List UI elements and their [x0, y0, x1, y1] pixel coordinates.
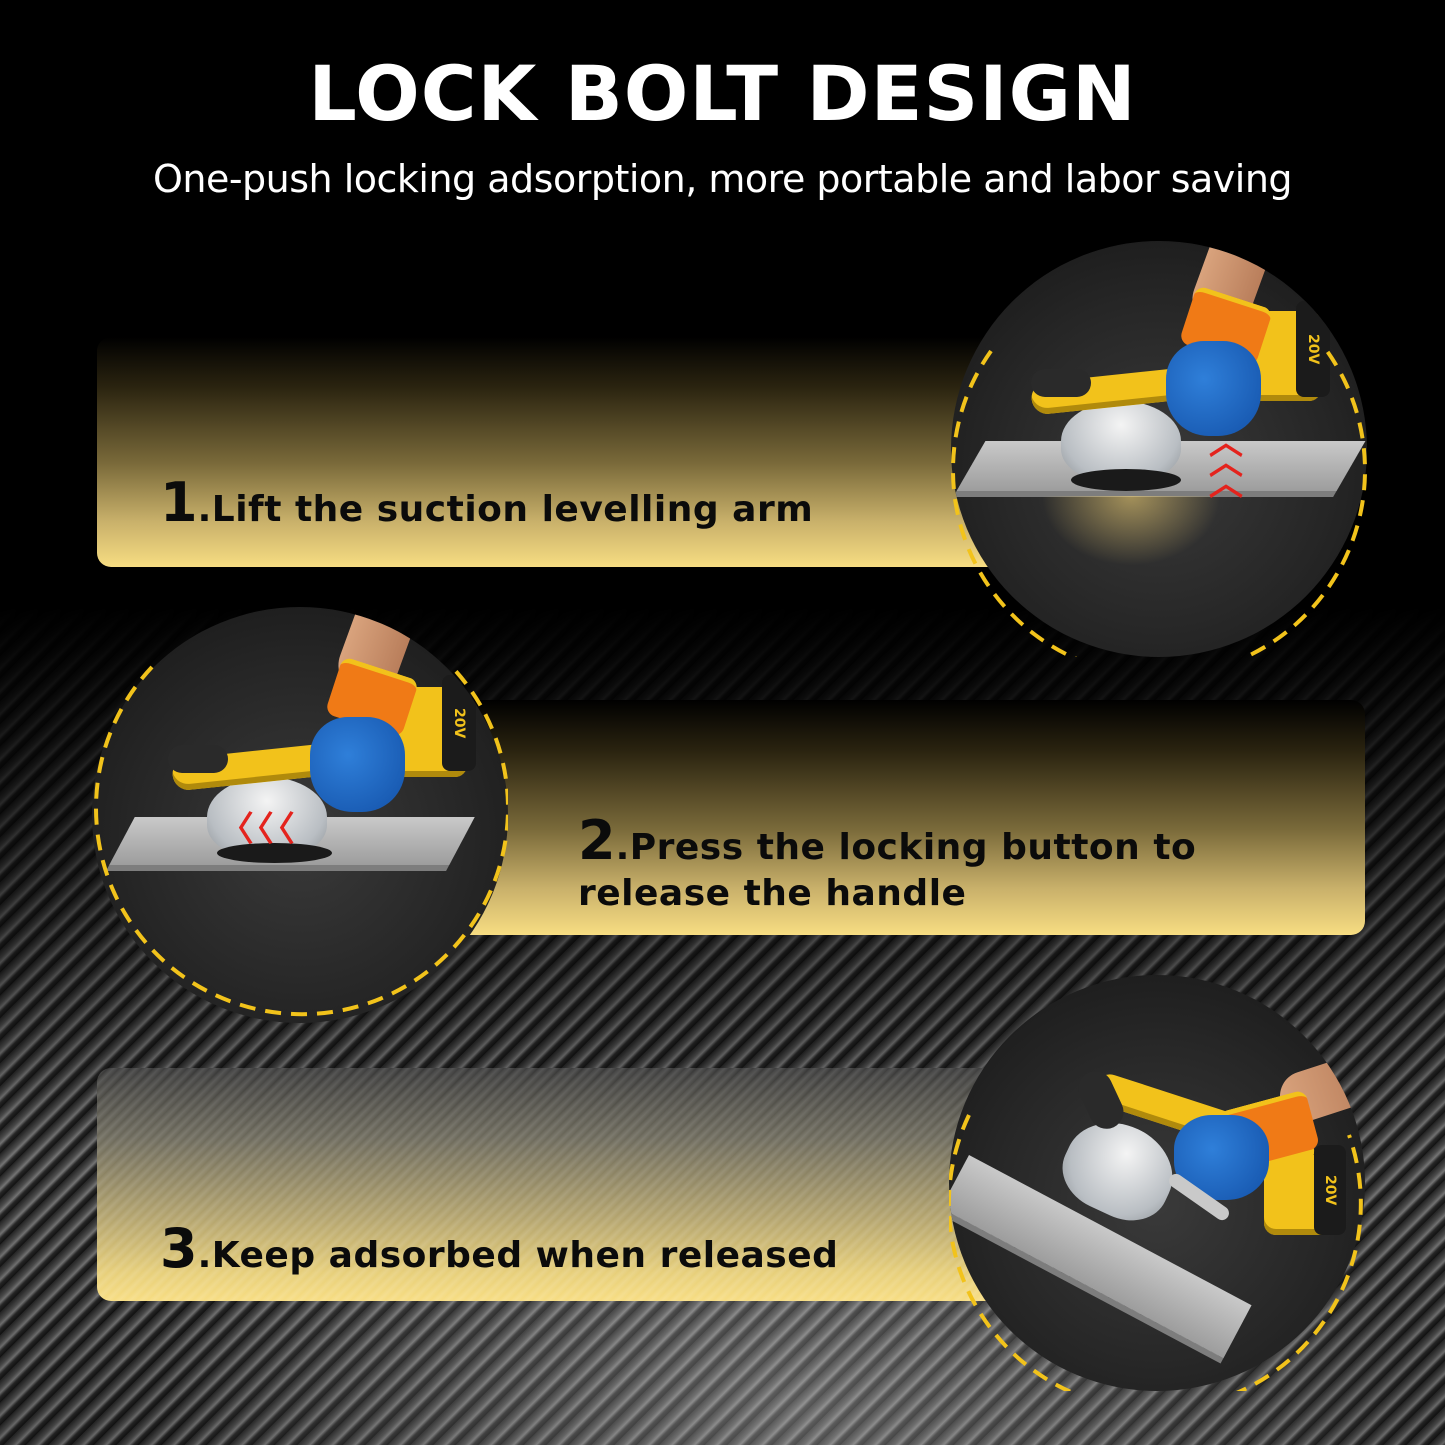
step-2-text-line-1: .Press the locking button to — [615, 827, 1197, 868]
battery: 20V — [1314, 1145, 1346, 1235]
page-title: LOCK BOLT DESIGN — [308, 49, 1137, 138]
tool-rear-grip — [168, 745, 228, 773]
suction-glow — [1041, 496, 1221, 566]
step-2-text-line-2: release the handle — [578, 873, 967, 914]
step-2-caption: 2.Press the locking button to release th… — [578, 814, 1197, 917]
step-3-text: .Keep adsorbed when released — [197, 1235, 839, 1276]
step-3-image: 20V — [949, 975, 1365, 1391]
step-1-panel — [97, 337, 1017, 567]
up-arrow-icon: ︿︿︿ — [1209, 423, 1243, 504]
suction-cup-base — [217, 843, 332, 863]
battery: 20V — [442, 675, 476, 771]
step-1-text: .Lift the suction levelling arm — [197, 489, 814, 530]
step-2-panel — [430, 700, 1365, 935]
step-1-number: 1 — [160, 471, 198, 534]
glove — [1166, 341, 1261, 436]
step-3-panel — [97, 1068, 1017, 1301]
left-arrow-icon: ︿︿︿ — [218, 810, 300, 845]
page-subtitle: One-push locking adsorption, more portab… — [152, 157, 1293, 201]
step-3-number: 3 — [160, 1217, 198, 1280]
step-1-image: 20V ︿︿︿ — [951, 241, 1367, 657]
step-1-caption: 1.Lift the suction levelling arm — [160, 476, 814, 533]
glove — [310, 717, 405, 812]
step-2-number: 2 — [578, 809, 616, 872]
tool-rear-grip — [1031, 369, 1091, 397]
suction-cup-base — [1071, 469, 1181, 491]
step-2-image: 20V ︿︿︿ — [92, 607, 508, 1023]
step-3-caption: 3.Keep adsorbed when released — [160, 1222, 839, 1279]
battery: 20V — [1296, 301, 1330, 397]
